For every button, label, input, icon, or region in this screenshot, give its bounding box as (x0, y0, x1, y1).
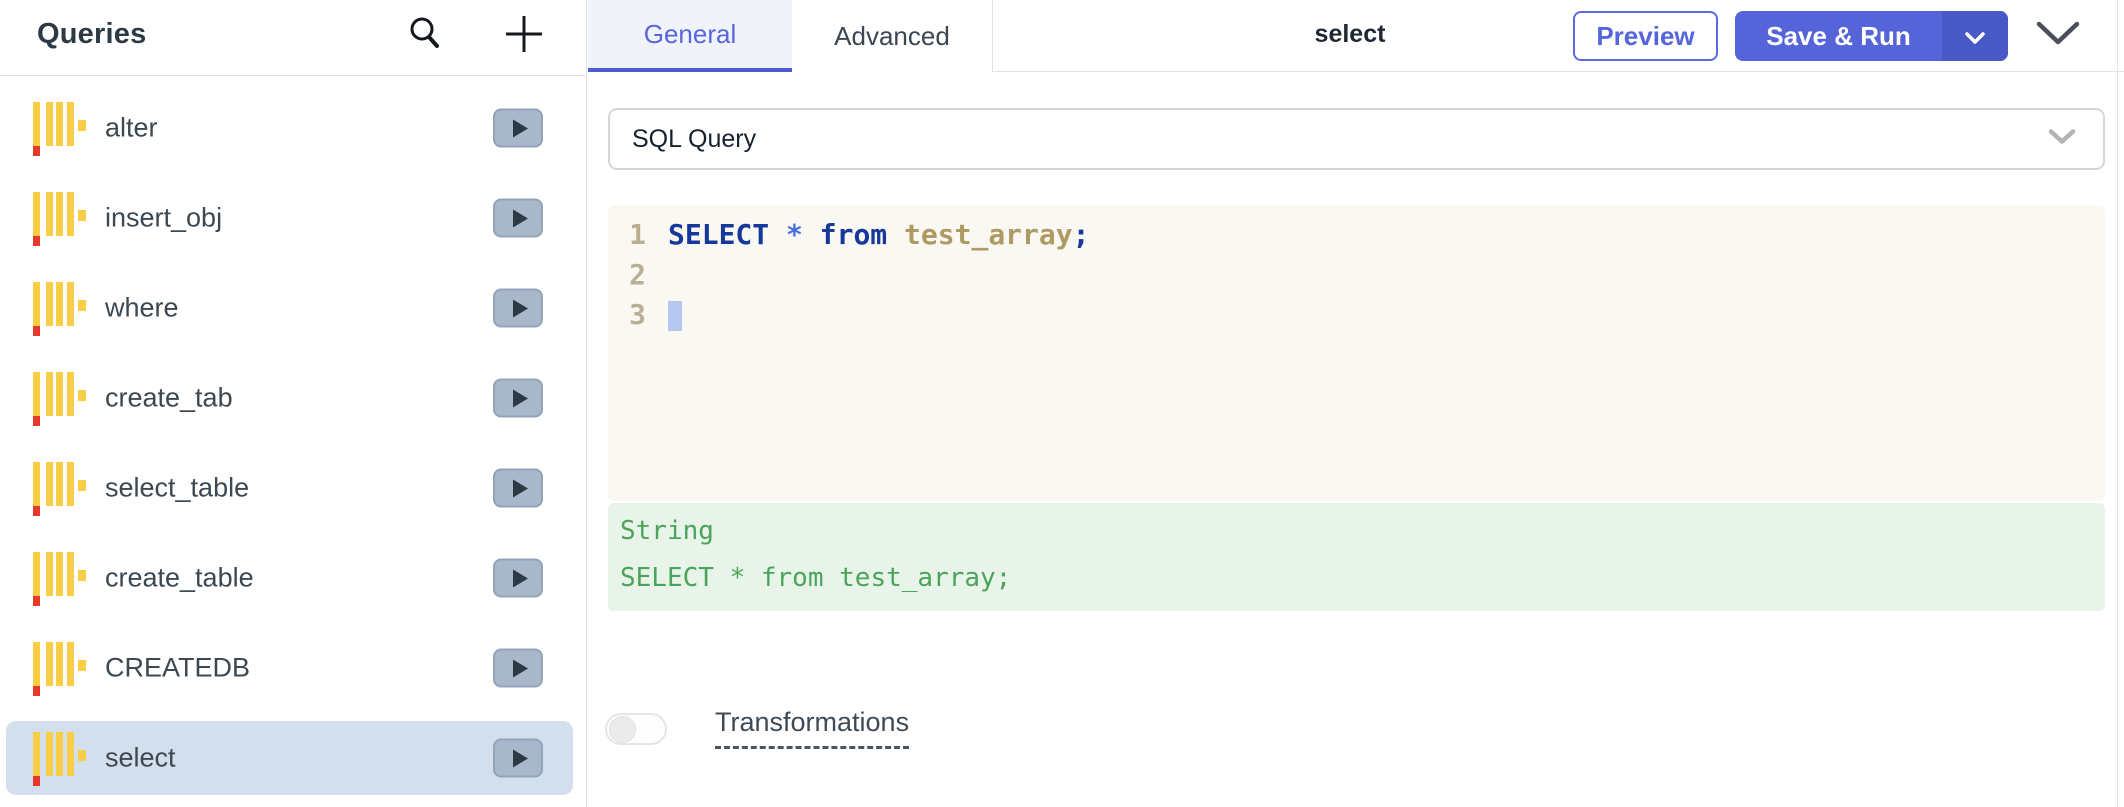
code-line: 3 (608, 294, 2105, 334)
code-line: 2 (608, 254, 2105, 294)
play-icon (512, 659, 528, 677)
query-row-highlight (6, 361, 573, 435)
run-query-button[interactable] (493, 198, 543, 238)
code-lines: 1 SELECT * from test_array; 2 3 (608, 214, 2105, 334)
query-row-highlight (6, 181, 573, 255)
query-row-highlight (6, 91, 573, 165)
tab-advanced[interactable]: Advanced (792, 0, 993, 72)
query-name: insert_obj (105, 202, 223, 233)
query-name: create_tab (105, 382, 233, 413)
query-name: select_table (105, 472, 250, 503)
database-icon (28, 100, 88, 156)
database-icon (28, 460, 88, 516)
query-name: create_table (105, 562, 254, 593)
sql-code-editor[interactable]: 1 SELECT * from test_array; 2 3 (608, 205, 2105, 501)
query-row-highlight (6, 541, 573, 615)
query-editor-panel: General Advanced select Preview Save & R… (588, 0, 2124, 807)
query-name: select (105, 742, 176, 773)
query-name: alter (105, 112, 158, 143)
query-type-dropdown[interactable]: SQL Query (608, 108, 2105, 170)
save-run-dropdown[interactable] (1942, 11, 2008, 61)
run-query-button[interactable] (493, 108, 543, 148)
database-icon (28, 190, 88, 246)
queries-sidebar: Queries (0, 0, 587, 807)
run-query-button[interactable] (493, 558, 543, 598)
run-query-button[interactable] (493, 468, 543, 508)
run-query-button[interactable] (493, 738, 543, 778)
query-row-highlight (6, 451, 573, 525)
play-icon (512, 479, 528, 497)
line-number: 3 (629, 297, 646, 331)
transformations-toggle[interactable] (605, 713, 667, 745)
run-query-button[interactable] (493, 378, 543, 418)
evaluated-value-popup: String SELECT * from test_array; (608, 503, 2105, 611)
play-icon (512, 749, 528, 767)
query-row-highlight (6, 271, 573, 345)
query-list-item[interactable]: where (0, 263, 587, 353)
code-text (668, 298, 682, 331)
code-text: SELECT * from test_array; (668, 217, 1090, 251)
query-row-highlight (6, 721, 573, 795)
plus-icon (503, 13, 545, 58)
run-query-button[interactable] (493, 288, 543, 328)
database-icon (28, 550, 88, 606)
queries-title: Queries (37, 18, 147, 50)
chevron-down-icon (1964, 21, 1986, 52)
run-query-button[interactable] (493, 648, 543, 688)
play-icon (512, 119, 528, 137)
query-list-item[interactable]: CREATEDB (0, 623, 587, 713)
query-editor-header: General Advanced select Preview Save & R… (588, 0, 2124, 72)
save-run-label: Save & Run (1766, 20, 1911, 51)
query-list-item[interactable]: insert_obj (0, 173, 587, 263)
code-line: 1 SELECT * from test_array; (608, 214, 2105, 254)
tab-general[interactable]: General (588, 0, 792, 72)
play-icon (512, 299, 528, 317)
query-list-item[interactable]: create_tab (0, 353, 587, 443)
query-title: select (1314, 19, 1386, 48)
search-icon (405, 14, 445, 57)
toggle-knob (609, 716, 636, 743)
evaluated-type: String (620, 516, 714, 546)
save-run-button[interactable]: Save & Run (1735, 11, 2008, 61)
play-icon (512, 569, 528, 587)
transformations-label[interactable]: Transformations (715, 707, 910, 749)
database-icon (28, 370, 88, 426)
play-icon (512, 209, 528, 227)
transformations-section: Transformations (605, 707, 910, 749)
queries-header: Queries (0, 0, 586, 76)
query-list-item[interactable]: alter (0, 83, 587, 173)
evaluated-value: SELECT * from test_array; (620, 563, 1012, 593)
collapse-panel-button[interactable] (2026, 8, 2090, 60)
search-queries-button[interactable] (404, 14, 446, 56)
query-row-highlight (6, 631, 573, 705)
chevron-down-icon (2047, 128, 2077, 151)
query-type-value: SQL Query (632, 124, 757, 153)
chevron-down-icon (2033, 18, 2083, 51)
database-icon (28, 730, 88, 786)
line-number: 2 (629, 257, 646, 291)
query-list: alter insert_obj where create_tab (0, 83, 587, 803)
query-name: where (105, 292, 179, 323)
preview-button[interactable]: Preview (1573, 11, 1718, 61)
text-cursor (668, 300, 682, 331)
database-icon (28, 640, 88, 696)
play-icon (512, 389, 528, 407)
query-name: CREATEDB (105, 652, 251, 683)
query-list-item[interactable]: create_table (0, 533, 587, 623)
add-query-button[interactable] (503, 14, 545, 56)
panel-right-border (2117, 0, 2118, 807)
query-list-item[interactable]: select (0, 713, 587, 803)
query-list-item[interactable]: select_table (0, 443, 587, 533)
line-number: 1 (629, 217, 646, 251)
database-icon (28, 280, 88, 336)
